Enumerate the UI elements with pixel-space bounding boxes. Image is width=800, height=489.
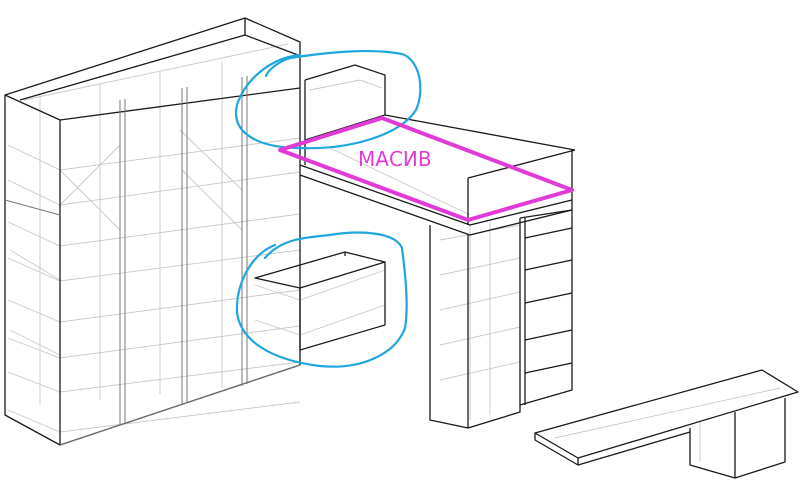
loft-bed-outline	[299, 64, 576, 429]
masiv-highlight: МАСИВ	[278, 116, 574, 222]
desk-outline	[534, 369, 799, 479]
wardrobe	[4, 17, 301, 446]
desk-inner	[554, 387, 781, 462]
loft-bed	[299, 64, 576, 429]
wardrobe-outline	[4, 17, 301, 446]
masiv-outline	[278, 116, 574, 222]
wardrobe-doors	[4, 76, 301, 446]
masiv-label: МАСИВ	[358, 147, 432, 171]
shelf-box-inner	[254, 269, 386, 336]
shelf-box-outline	[254, 251, 386, 351]
annotation-circles	[234, 49, 422, 368]
loft-bed-inner	[309, 79, 521, 420]
annotation-circle-bottom	[235, 231, 408, 368]
wardrobe-shelves	[7, 43, 301, 433]
desk	[534, 369, 799, 479]
annotation-circle-top	[234, 49, 422, 150]
shelf-box	[254, 251, 386, 351]
